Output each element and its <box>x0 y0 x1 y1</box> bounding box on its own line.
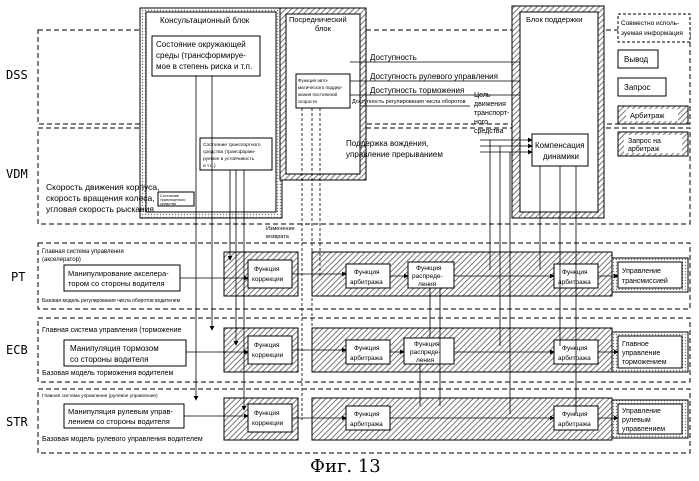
row-label-str: STR <box>6 415 28 429</box>
str-driver-line-2: лением со стороны водителя <box>68 417 170 426</box>
vehicle-state-small-3: средства <box>160 202 177 206</box>
change-return-1: Изменение <box>266 226 295 232</box>
figure-caption: Фиг. 13 <box>310 456 381 477</box>
vehicle-state-line-2: средства (трансформи- <box>203 149 256 155</box>
pt-arbitration-line-1: Функция <box>354 269 380 276</box>
str-arbitration-line-1: Функция <box>354 411 380 418</box>
ecb-title: Главная система управления (торможение <box>42 327 182 334</box>
auto-speed-line-2: матического поддер- <box>298 85 343 90</box>
vehicle-goal-1: Цель <box>474 92 491 99</box>
pt-correction-line-2: коррекции <box>252 276 284 283</box>
auto-speed-line-4: скорости <box>298 99 317 104</box>
speed-line-3: угловая скорость рыскания <box>46 204 154 214</box>
str-output-line-2: рулевым <box>622 417 651 424</box>
str-arbitration2-line-1: Функция <box>562 411 588 418</box>
str-driver-line-1: Манипуляция рулевым управ- <box>68 407 174 416</box>
intermediary-title-1: Посреднический <box>289 15 347 24</box>
pt-output-line-1: Управление <box>622 268 661 275</box>
legend-arbitration-label: Арбитраж <box>630 111 664 120</box>
intermediary-title-2: блок <box>315 24 332 33</box>
ecb-arbitration2-line-2: арбитража <box>558 354 591 362</box>
pt-arbitration2-line-2: арбитража <box>558 278 591 286</box>
ecb-distribution-line-2: распреде- <box>410 349 441 356</box>
pt-driver-line-2: тором со стороны водителя <box>68 279 165 288</box>
consult-block-title: Консультационный блок <box>160 16 250 25</box>
legend-request-label: Запрос <box>624 83 651 92</box>
ecb-output-line-2: управление <box>622 350 660 357</box>
pt-distribution-line-2: распреде- <box>412 273 443 280</box>
pt-output-line-2: трансмиссией <box>622 277 668 285</box>
ecb-arbitration2-line-1: Функция <box>562 345 588 352</box>
legend-output-label: Вывод <box>624 55 649 64</box>
str-title: Главная система управления (рулевое упра… <box>42 393 158 399</box>
dynamics-compensation-box <box>532 134 588 166</box>
ecb-correction-box <box>248 336 292 364</box>
legend-shared-line-2: зуемая информация <box>621 30 683 37</box>
vehicle-goal-2: движения <box>474 101 506 108</box>
environment-state-line-2: среды (трансформируе- <box>156 51 246 60</box>
str-correction-box <box>248 404 292 432</box>
ecb-output-line-3: торможением <box>622 359 667 366</box>
ecb-distribution-line-3: ления <box>416 357 435 364</box>
str-arbitration-line-2: арбитража <box>350 420 383 428</box>
str-output-line-3: управлением <box>622 426 665 433</box>
environment-state-line-3: мое в степень риска и т.п. <box>156 62 252 71</box>
environment-state-line-1: Состояние окружающей <box>156 40 246 49</box>
row-label-pt: PT <box>11 270 25 284</box>
ecb-output-line-1: Главное <box>622 341 649 348</box>
availability-label: Доступность <box>370 53 417 62</box>
ecb-distribution-line-1: Функция <box>414 341 440 348</box>
support-block-title: Блок поддержки <box>526 15 582 24</box>
str-base-model: Базовая модель рулевого управления водит… <box>42 436 203 443</box>
str-arbitration2-line-2: арбитража <box>558 420 591 428</box>
str-correction-line-1: Функция <box>254 410 280 417</box>
availability-rpm-label: Доступность регулирования числа оборотов <box>352 99 466 105</box>
legend-shared-line-1: Совместно исполь- <box>621 20 679 27</box>
ecb-arbitration-line-1: Функция <box>354 345 380 352</box>
legend-arb-request-line-1: Запрос на <box>628 138 661 145</box>
vehicle-goal-5: средства <box>474 128 504 135</box>
pt-arbitration-line-2: арбитража <box>350 278 383 286</box>
availability-steer-label: Доступность рулевого управления <box>370 72 498 81</box>
vehicle-goal-3: транспорт- <box>474 110 510 117</box>
ecb-arbitration-line-2: арбитража <box>350 354 383 362</box>
legend-arb-request-line-2: арбитраж <box>628 145 660 153</box>
pt-title-1: Главная система управления <box>42 249 124 255</box>
pt-correction-box <box>248 260 292 288</box>
ecb-base-model: Базовая модель торможения водителем <box>42 370 173 377</box>
availability-brake-label: Доступность торможения <box>370 86 464 95</box>
ecb-correction-line-2: коррекции <box>252 352 284 359</box>
pt-base-model: Базовая модель регулирования числа оборо… <box>42 298 181 304</box>
support-block <box>520 12 598 212</box>
pt-distribution-line-1: Функция <box>416 265 442 272</box>
vehicle-state-line-4: и т.п.) <box>203 163 216 169</box>
row-label-dss: DSS <box>6 68 28 82</box>
ecb-driver-line-2: со стороны водителя <box>70 355 148 364</box>
legend-shared-box <box>618 14 690 42</box>
dynamics-line-1: Компенсация <box>535 141 585 150</box>
pt-title-2: (акселератор) <box>42 257 81 263</box>
vehicle-state-line-3: руемое в устойчивость <box>203 155 255 162</box>
row-label-vdm: VDM <box>6 167 28 181</box>
speed-line-1: Скорость движения корпуса, <box>46 182 159 192</box>
drive-support-line-2: управление прерыванием <box>346 150 443 159</box>
row-label-ecb: ECB <box>6 343 28 357</box>
pt-arbitration2-line-1: Функция <box>562 269 588 276</box>
auto-speed-line-3: жания постоянной <box>298 91 338 97</box>
pt-correction-line-1: Функция <box>254 266 280 273</box>
str-correction-line-2: коррекции <box>252 420 284 427</box>
change-return-2: возврата <box>266 234 290 240</box>
str-output-line-1: Управление <box>622 408 661 415</box>
ecb-correction-line-1: Функция <box>254 342 280 349</box>
pt-driver-line-1: Манипулирование акселера- <box>68 269 169 278</box>
auto-speed-line-1: Функция авто- <box>298 78 329 83</box>
ecb-driver-line-1: Манипуляция тормозом <box>70 344 159 353</box>
speed-line-2: скорость вращения колеса, <box>46 193 155 203</box>
vehicle-goal-4: ного <box>474 119 488 126</box>
drive-support-line-1: Поддержка вождения, <box>346 139 428 148</box>
dynamics-line-2: динамики <box>543 152 579 161</box>
pt-distribution-line-3: ления <box>418 281 437 288</box>
